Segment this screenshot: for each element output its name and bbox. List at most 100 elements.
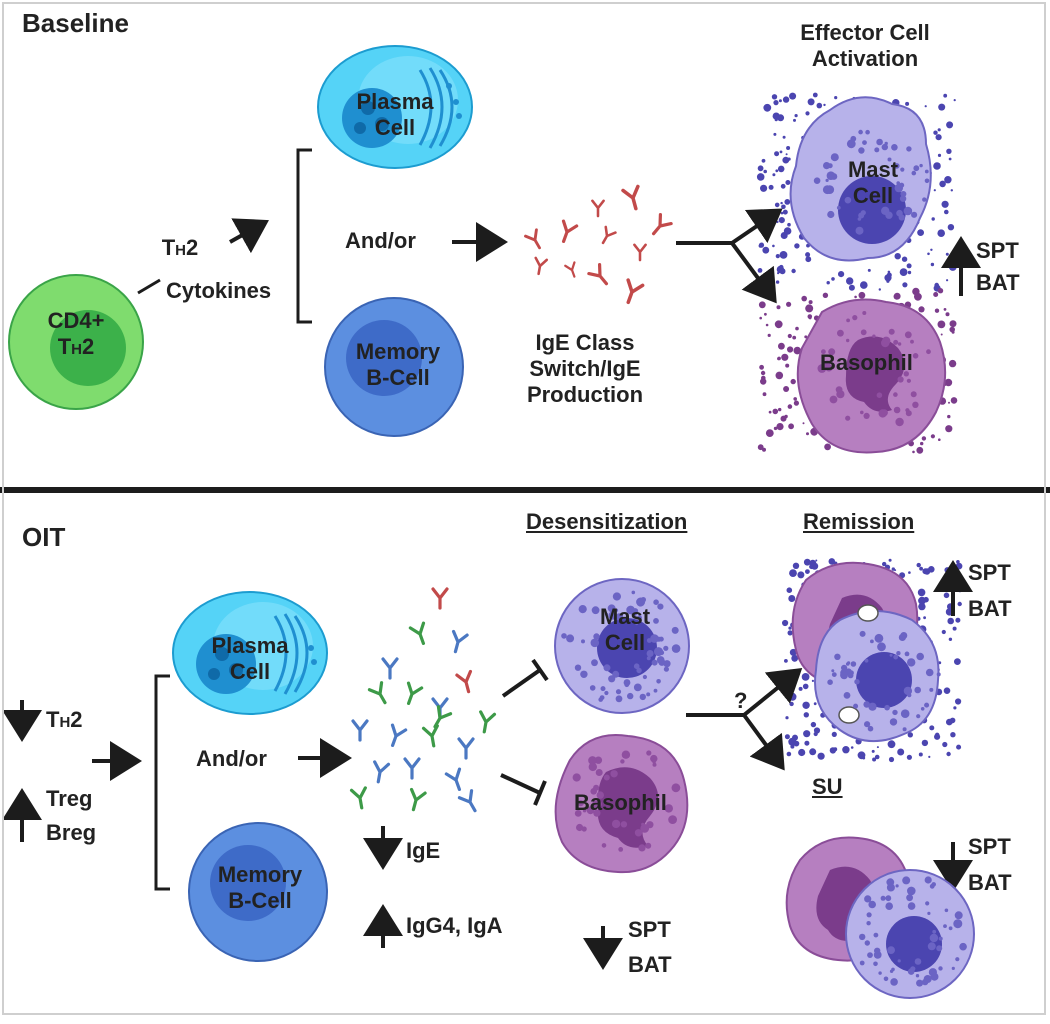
cd4-th2-sub: TH2 [30, 334, 122, 363]
memory-line2: B-Cell [366, 365, 430, 390]
th-sub: H [71, 341, 83, 358]
antibody-icon [564, 261, 576, 278]
th-suffix: 2 [186, 235, 199, 260]
th-prefix: T [57, 334, 72, 359]
antibody-icon [457, 737, 475, 760]
igg4-iga-label: IgG4, IgA [406, 913, 503, 938]
cytokines-label: Cytokines [166, 278, 272, 303]
desensitization-heading: Desensitization [526, 509, 688, 534]
antibody-icon [561, 219, 579, 243]
andor-label-top: And/or [345, 228, 416, 253]
bat-label-desens: BAT [628, 952, 672, 977]
breg-label: Breg [46, 820, 97, 845]
cd4-th2-label: CD4+ TH2 [30, 308, 122, 363]
ige-label-bottom: IgE [406, 838, 441, 863]
bat-label-su: BAT [968, 870, 1012, 895]
antibody-icon [591, 199, 605, 218]
ige-line1: IgE Class [535, 330, 635, 355]
antibody-icon [433, 705, 453, 729]
remission-mast-cell [814, 604, 941, 743]
plasma-cell-label-bottom: Plasma Cell [205, 633, 295, 685]
antibody-icon [408, 621, 426, 645]
cd4-th2-cell [8, 274, 144, 410]
antibody-icon [621, 184, 640, 211]
antibody-icon [409, 787, 427, 812]
su-mast-cell [845, 869, 975, 999]
bat-label-top: BAT [976, 270, 1020, 295]
th2-label-top: TH2 [160, 235, 200, 264]
antibody-icon [633, 243, 647, 262]
th2-label-oit: TH2 [46, 707, 83, 736]
plasma-cell-label-top: Plasma Cell [350, 89, 440, 141]
memory-b-cell-label-bottom: Memory B-Cell [200, 862, 320, 914]
mast-line2: Cell [604, 630, 646, 655]
memory-line2: B-Cell [228, 888, 292, 913]
inhibit-bar-icon [500, 658, 549, 806]
basophil-top [796, 298, 947, 454]
antibody-icon [455, 669, 473, 694]
effector-title-line1: Effector Cell [800, 20, 930, 45]
antibody-icon [431, 587, 449, 610]
ige-production-label: IgE Class Switch/IgE Production [515, 330, 655, 408]
plasma-line2: Cell [374, 115, 416, 140]
ige-line2: Switch/IgE [529, 356, 641, 381]
spt-label-su: SPT [968, 834, 1011, 859]
antibody-icon [406, 681, 424, 705]
spt-label-remission: SPT [968, 560, 1011, 585]
ige-line3: Production [526, 382, 644, 407]
antibody-icon [403, 757, 421, 780]
antibody-icon [381, 657, 399, 680]
memory-b-cell-top [324, 297, 464, 437]
treg-label: Treg [46, 786, 93, 811]
antibody-icon [626, 278, 645, 305]
ige-antibodies-top [524, 184, 673, 305]
mast-line1: Mast [847, 157, 899, 182]
th-suffix: 2 [70, 707, 83, 732]
effector-title: Effector Cell Activation [760, 20, 970, 72]
antibody-icon [534, 256, 549, 276]
mast-line2: Cell [852, 183, 894, 208]
antibody-icon [349, 786, 367, 810]
basophil-label-top: Basophil [820, 350, 913, 375]
antibody-icon [651, 213, 673, 236]
plasma-line2: Cell [229, 659, 271, 684]
mast-cell-top [789, 96, 932, 262]
mast-cell-label-desens: Mast Cell [580, 604, 670, 656]
spt-label-top: SPT [976, 238, 1019, 263]
bat-label-remission: BAT [968, 596, 1012, 621]
plasma-line1: Plasma [211, 633, 289, 658]
cd4-label-line1: CD4+ [47, 308, 105, 333]
memory-b-cell-bottom [188, 822, 328, 962]
memory-line1: Memory [217, 862, 303, 887]
section-divider [0, 487, 1050, 493]
antibody-icon [451, 629, 469, 654]
antibody-icon [390, 723, 408, 747]
antibody-icon [444, 767, 462, 791]
memory-b-cell-label-top: Memory B-Cell [338, 339, 458, 391]
plasma-line1: Plasma [356, 89, 434, 114]
mast-cell-label-top: Mast Cell [828, 157, 918, 209]
antibody-icon [601, 225, 617, 245]
th-sub: H [59, 714, 71, 731]
andor-label-bottom: And/or [196, 746, 267, 771]
antibody-icon [367, 681, 387, 705]
antibody-icon [524, 228, 541, 250]
baseline-title: Baseline [22, 8, 129, 38]
antibody-icon [373, 760, 391, 784]
plasma-cell-top [317, 45, 473, 169]
remission-heading: Remission [803, 509, 915, 534]
antibody-icon [479, 710, 497, 734]
basophil-label-desens: Basophil [574, 790, 667, 815]
mast-cell-desensitization [554, 578, 690, 714]
th-prefix: T [161, 235, 176, 260]
spt-label-desens: SPT [628, 917, 671, 942]
question-mark: ? [734, 688, 748, 713]
effector-title-line2: Activation [811, 46, 919, 71]
mast-line1: Mast [599, 604, 651, 629]
antibody-icon [351, 719, 369, 742]
antibody-icon [421, 724, 439, 748]
antibody-icon [457, 789, 477, 813]
antibody-icon [587, 263, 609, 286]
